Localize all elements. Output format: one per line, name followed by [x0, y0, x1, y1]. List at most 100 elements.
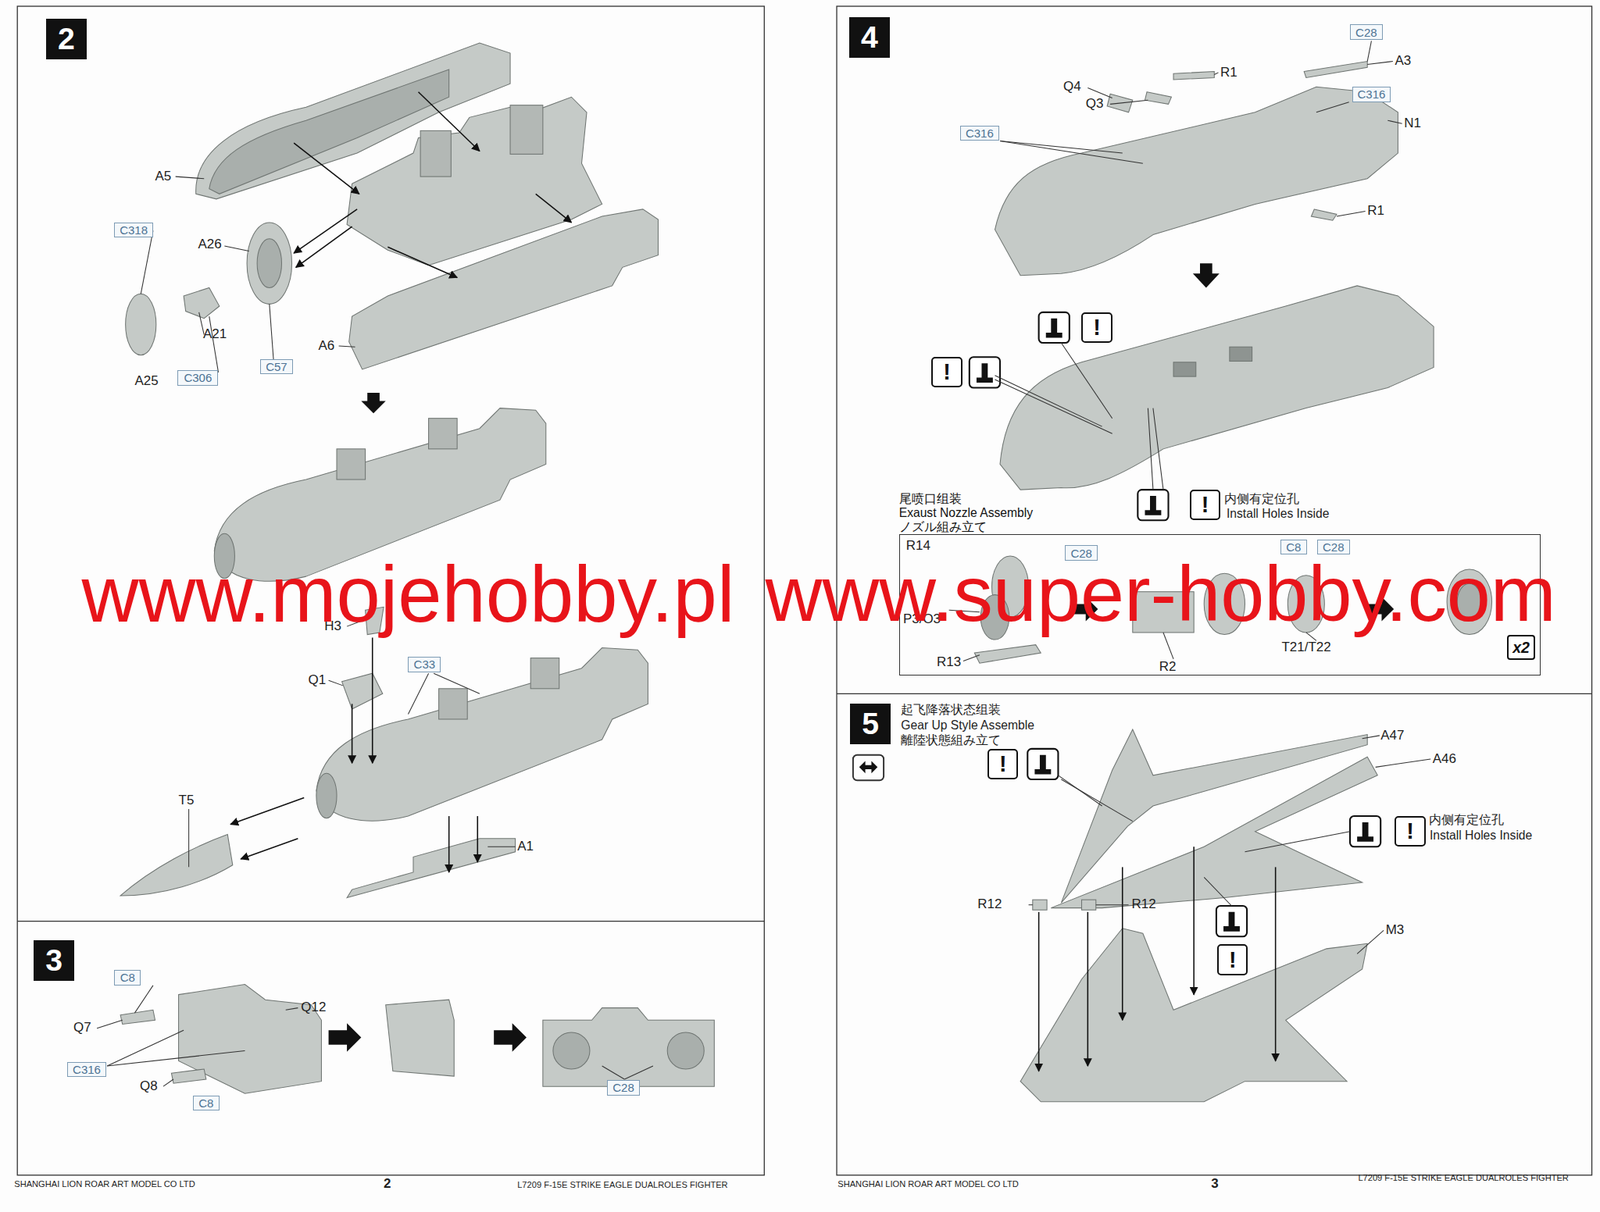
illustration-part: [969, 357, 1000, 388]
part-label: A46: [1432, 752, 1457, 768]
color-callout: C316: [1352, 86, 1392, 103]
illustration-part: [1110, 100, 1148, 104]
part-label: M3: [1385, 923, 1405, 939]
caution-icon: !: [1081, 312, 1112, 343]
illustration-part: [1137, 489, 1168, 521]
color-callout: C8: [192, 1096, 220, 1112]
illustration-part: [1027, 749, 1058, 780]
illustration-part: [17, 921, 765, 922]
illustration-part: [667, 1032, 704, 1070]
illustration-part: [963, 655, 980, 662]
illustration-part: [328, 680, 343, 686]
illustration-part: [1038, 912, 1040, 1072]
illustration-part: [1357, 822, 1374, 843]
node-text: C316: [965, 126, 994, 140]
illustration-part: [209, 316, 219, 373]
color-callout: C316: [960, 125, 1000, 142]
illustration-part: [1028, 904, 1033, 906]
part-label: 3: [1210, 1177, 1218, 1193]
illustration-part: [96, 1020, 123, 1029]
illustration-part: [859, 761, 879, 775]
part-label: R2: [1159, 660, 1177, 675]
illustration-part: [994, 379, 1112, 434]
illustration-part: [224, 246, 249, 252]
part-label: Q1: [307, 673, 326, 689]
part-label: T5: [178, 793, 195, 809]
node-text: C306: [183, 371, 212, 385]
part-label: 内侧有定位孔: [1428, 813, 1504, 827]
illustration-part: [439, 689, 468, 720]
illustration-part: [553, 1032, 590, 1070]
heading-line: ノズル組み立て: [899, 520, 1033, 535]
footer-text: L7209 F-15E STRIKE EAGLE DUALROLES FIGHT…: [1357, 1173, 1568, 1183]
illustration-part: [1192, 846, 1195, 995]
illustration-part: [349, 209, 659, 370]
node-text: !: [1406, 818, 1415, 845]
node-text: C57: [265, 360, 288, 374]
illustration-part: [120, 42, 658, 899]
part-label: R12: [977, 897, 1002, 913]
illustration-part: [230, 92, 572, 873]
illustration-part: [371, 637, 374, 764]
illustration-part: [994, 86, 1398, 276]
illustration-part: [387, 246, 458, 278]
illustration-part: [1057, 775, 1102, 807]
node-text: 2: [57, 21, 75, 57]
caution-icon: !: [931, 357, 962, 388]
illustration-part: [510, 105, 543, 155]
illustration-part: [175, 176, 205, 179]
illustration-part: [293, 142, 360, 194]
illustration-part: [1275, 867, 1277, 1061]
illustration-part: [1000, 140, 1123, 154]
illustration-part: [1223, 912, 1240, 933]
part-label: Q3: [1085, 96, 1104, 112]
node-text: C33: [414, 657, 436, 672]
illustration-part: [448, 816, 450, 873]
part-label: R13: [936, 655, 961, 671]
illustration-part: [351, 703, 354, 764]
color-callout: C306: [177, 370, 218, 386]
part-label: R1: [1367, 203, 1385, 219]
node-text: C318: [119, 223, 148, 237]
illustration-part: [1147, 408, 1154, 490]
illustration-part: [1060, 342, 1112, 419]
illustration-part: [1192, 263, 1220, 288]
part-label: R1: [1220, 65, 1238, 81]
illustration-part: [360, 392, 386, 414]
illustration-part: [1039, 846, 1276, 1072]
illustration-part: [1000, 285, 1434, 490]
part-label: A1: [517, 839, 534, 855]
illustration-part: [120, 1010, 155, 1025]
part-label: A5: [155, 169, 172, 185]
part-label: Q4: [1063, 79, 1082, 95]
illustration-part: [1367, 40, 1372, 61]
caution-icon: !: [1394, 816, 1425, 847]
illustration-part: [1087, 912, 1090, 1067]
illustration-part: [420, 130, 451, 177]
illustration-part: [1020, 729, 1378, 1103]
part-label: 起飞降落状态组装: [900, 703, 1001, 717]
illustration-part: [535, 193, 572, 223]
illustration-part: [976, 363, 993, 383]
illustration-part: [285, 1008, 299, 1011]
part-label: T21/T22: [1281, 640, 1331, 656]
illustration-part: [296, 226, 353, 268]
illustration-part: [1039, 312, 1070, 343]
node-text: 3: [45, 943, 63, 979]
illustration-part: [994, 375, 1102, 427]
illustration-part: [1032, 900, 1047, 911]
illustration-part: [316, 648, 648, 822]
part-label: A3: [1394, 53, 1411, 69]
step-number: 5: [850, 703, 891, 745]
illustration-part: [1350, 816, 1381, 847]
color-callout: C318: [114, 222, 154, 239]
illustration-part: [246, 222, 292, 304]
illustration-part: [530, 658, 560, 690]
illustration-part: [336, 449, 366, 480]
caution-icon: !: [1217, 944, 1248, 975]
illustration-part: [1229, 346, 1253, 361]
illustration-part: [342, 673, 383, 710]
illustration-part: [257, 239, 282, 289]
part-label: Gear Up Style Assemble: [900, 718, 1035, 733]
illustration-part: [316, 648, 648, 822]
